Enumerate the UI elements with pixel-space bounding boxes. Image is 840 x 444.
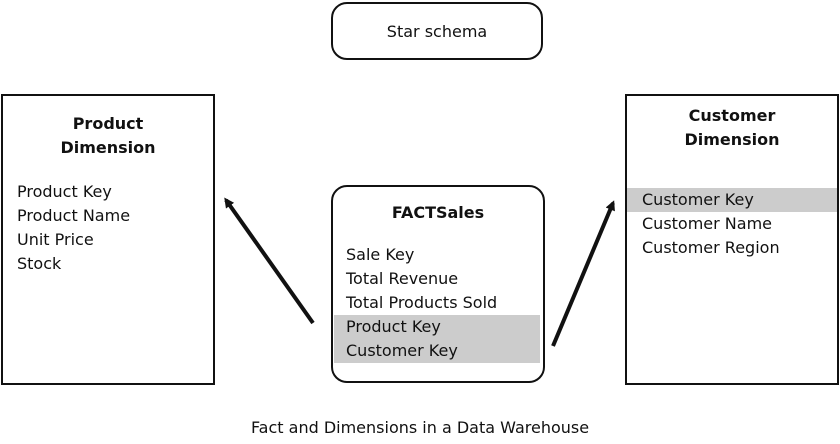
field-customer-key-fk: Customer Key <box>346 341 458 360</box>
star-schema-title-box: Star schema <box>331 2 543 60</box>
arrow-fact-to-product <box>224 197 315 325</box>
title-line: Dimension <box>684 130 780 149</box>
field-product-key-fk: Product Key <box>346 317 441 336</box>
product-dimension-title: Product Dimension <box>3 112 213 160</box>
field-stock: Stock <box>17 254 62 273</box>
title-line: Customer <box>688 106 776 125</box>
field-product-name: Product Name <box>17 206 131 225</box>
field-customer-region: Customer Region <box>642 238 780 257</box>
field-customer-key: Customer Key <box>627 188 837 212</box>
diagram-caption: Fact and Dimensions in a Data Warehouse <box>250 418 590 437</box>
arrow-fact-to-customer <box>551 200 615 347</box>
field-unit-price: Unit Price <box>17 230 94 249</box>
product-dimension-box: Product Dimension Product Key Product Na… <box>1 94 215 385</box>
title-line: Dimension <box>60 138 156 157</box>
customer-dimension-title: Customer Dimension <box>627 104 837 152</box>
fact-fields: Sale Key Total Revenue Total Products So… <box>333 243 543 363</box>
fact-sales-box: FACTSales Sale Key Total Revenue Total P… <box>331 185 545 383</box>
title-line: Product <box>72 114 144 133</box>
fact-sales-title: FACTSales <box>391 203 485 222</box>
foreign-keys-highlight: Product Key Customer Key <box>334 315 540 363</box>
customer-dimension-box: Customer Dimension Customer Key Customer… <box>625 94 839 385</box>
field-total-products-sold: Total Products Sold <box>346 293 498 312</box>
title-text: Star schema <box>386 21 488 41</box>
field-total-revenue: Total Revenue <box>346 269 459 288</box>
field-sale-key: Sale Key <box>346 245 415 264</box>
field-customer-name: Customer Name <box>642 214 773 233</box>
product-fields: Product Key Product Name Unit Price Stoc… <box>3 180 213 276</box>
customer-fields: Customer Key Customer Name Customer Regi… <box>627 188 837 260</box>
field-product-key: Product Key <box>17 182 112 201</box>
